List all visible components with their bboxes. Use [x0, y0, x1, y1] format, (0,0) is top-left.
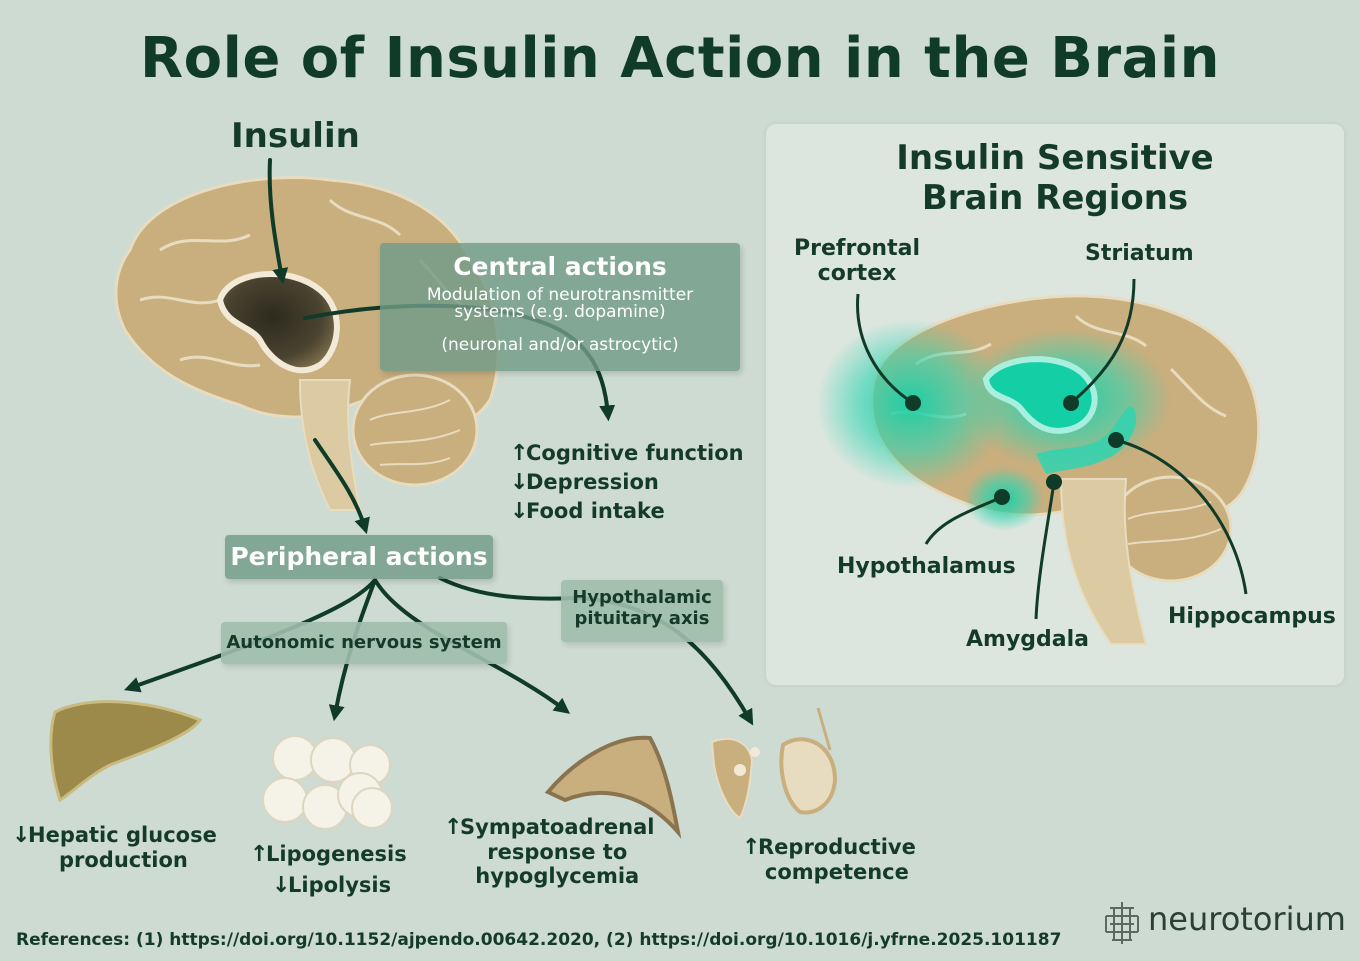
- central-actions-line2: systems (e.g. dopamine): [454, 302, 666, 322]
- peripheral-actions-box: Peripheral actions: [225, 535, 493, 579]
- hpa-axis-box: Hypothalamic pituitary axis: [561, 580, 723, 642]
- brain-illustration-right: [816, 294, 1261, 645]
- up-arrow-icon: ↑: [250, 842, 269, 867]
- region-label-prefrontal-cortex: Prefrontal cortex: [794, 236, 920, 286]
- hpa-line1: Hypothalamic: [572, 587, 712, 608]
- autonomic-nervous-system-box: Autonomic nervous system: [221, 622, 507, 664]
- effect-depression: ↓Depression: [510, 470, 659, 495]
- outcome-sympatoadrenal: ↑Sympatoadrenal response to hypoglycemia: [444, 815, 655, 888]
- neurotorium-logo-icon: [1105, 902, 1139, 944]
- fat-cells-illustration: [262, 735, 393, 830]
- down-arrow-icon: ↓: [510, 470, 529, 495]
- inset-title: Insulin Sensitive Brain Regions: [896, 138, 1214, 218]
- region-label-hippocampus: Hippocampus: [1168, 604, 1336, 629]
- insulin-sensitive-regions-panel: Insulin Sensitive Brain Regions Prefront…: [766, 124, 1344, 685]
- outcome-hepatic: ↓Hepatic glucose production: [12, 823, 217, 872]
- up-arrow-icon: ↑: [510, 441, 529, 466]
- up-arrow-icon: ↑: [444, 815, 463, 840]
- central-actions-box: Central actions Modulation of neurotrans…: [380, 243, 740, 371]
- effect-food-intake: ↓Food intake: [510, 499, 665, 524]
- effect-cognitive-function: ↑Cognitive function: [510, 441, 744, 466]
- hpa-line2: pituitary axis: [574, 608, 710, 629]
- central-actions-line3: (neuronal and/or astrocytic): [441, 335, 679, 355]
- adrenal-gland-illustration: [544, 735, 682, 839]
- neurotorium-brand: neurotorium: [1148, 900, 1346, 938]
- insulin-label: Insulin: [231, 116, 360, 156]
- reproductive-organs-illustration: [710, 707, 838, 820]
- page-title: Role of Insulin Action in the Brain: [140, 26, 1220, 91]
- outcome-reproductive: ↑Reproductive competence: [742, 835, 916, 884]
- down-arrow-icon: ↓: [510, 499, 529, 524]
- central-actions-heading: Central actions: [453, 252, 667, 281]
- down-arrow-icon: ↓: [12, 823, 31, 848]
- down-arrow-icon: ↓: [272, 873, 291, 898]
- outcome-lipogenesis: ↑Lipogenesis ↓Lipolysis: [250, 842, 407, 898]
- inset-brain-graphics: [816, 278, 1261, 645]
- up-arrow-icon: ↑: [742, 835, 761, 860]
- region-leader-lines: [856, 278, 1248, 620]
- region-label-amygdala: Amygdala: [966, 627, 1090, 652]
- liver-illustration: [49, 700, 203, 803]
- region-label-striatum: Striatum: [1085, 241, 1194, 266]
- references-text: References: (1) https://doi.org/10.1152/…: [16, 930, 1062, 950]
- central-actions-line1: Modulation of neurotransmitter: [426, 285, 694, 305]
- region-label-hypothalamus: Hypothalamus: [837, 554, 1016, 579]
